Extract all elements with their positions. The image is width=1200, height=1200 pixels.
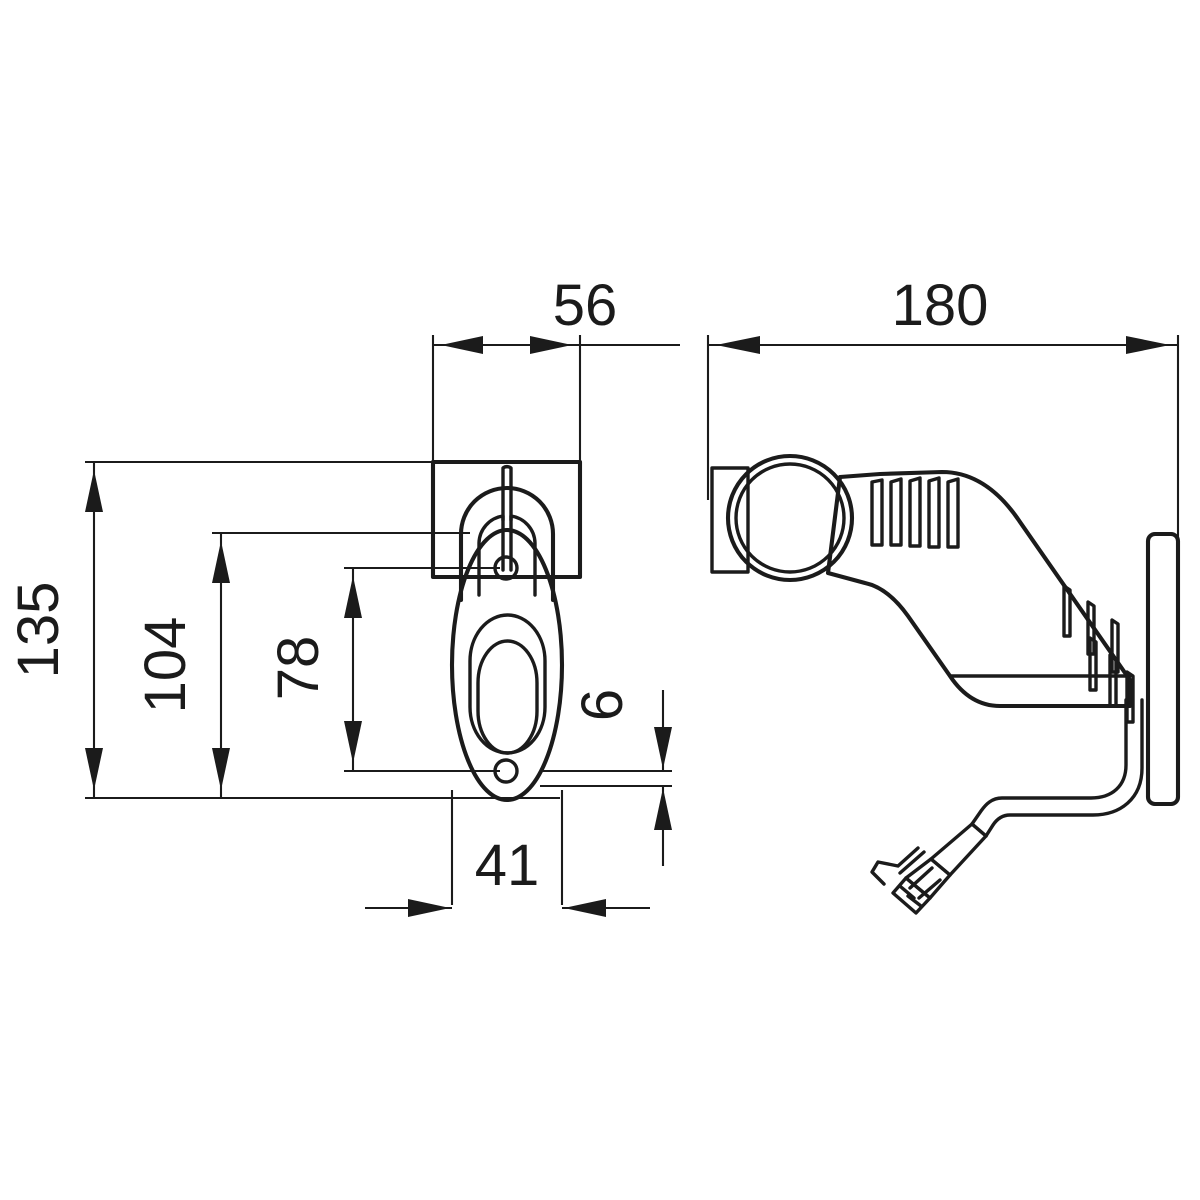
- clamp-yoke: [458, 464, 556, 603]
- yoke-top-nub: [501, 464, 513, 522]
- dim-56-arrow-right: [530, 336, 572, 354]
- dim-104-label: 104: [133, 617, 198, 714]
- dim-6-arrow-bottom: [654, 788, 672, 830]
- yoke-outer-arch: [458, 485, 556, 603]
- lens-head-outer-ring: [725, 453, 855, 583]
- arm-body-outline: [825, 469, 1133, 709]
- dim-41-label: 41: [475, 833, 540, 898]
- lens-inner-ring: [476, 639, 539, 755]
- dimension-180: 180: [706, 273, 1180, 540]
- cable-outer-edge: [970, 698, 1128, 826]
- dim-135-arrow-top: [85, 470, 103, 512]
- dim-6-arrow-top: [654, 727, 672, 769]
- head-back-tab: [710, 466, 750, 574]
- arm-slot-4: [1088, 636, 1098, 692]
- side-view: [710, 453, 1181, 915]
- dim-41-arrow-left: [408, 899, 450, 917]
- dimension-78: 78: [266, 566, 500, 773]
- dimension-41: 41: [365, 790, 650, 917]
- dim-41-arrow-right: [564, 899, 606, 917]
- arm-slot-group: [1062, 584, 1135, 724]
- head-rib-3: [908, 476, 922, 548]
- connector-pin-2: [906, 894, 923, 908]
- base-plate-outline: [430, 459, 583, 580]
- head-rib-1: [870, 478, 884, 547]
- dim-180-label: 180: [892, 273, 989, 338]
- connector-rib-3: [917, 878, 942, 900]
- dimension-135: 135: [6, 460, 560, 800]
- dim-78-label: 78: [266, 636, 331, 701]
- dim-135-arrow-bottom: [85, 748, 103, 790]
- dim-56-label: 56: [553, 273, 618, 338]
- connector-rib-1: [898, 850, 926, 875]
- dim-78-arrow-bottom: [344, 721, 362, 763]
- dim-135-label: 135: [6, 582, 71, 679]
- yoke-inner-arch-right: [509, 514, 537, 597]
- front-view: [430, 459, 583, 803]
- connector-end-face: [891, 876, 932, 915]
- wall-mount-plate: [1145, 531, 1181, 807]
- dim-56-arrow-left: [441, 336, 483, 354]
- head-rib-5: [946, 477, 960, 549]
- dim-78-arrow-top: [344, 576, 362, 618]
- lamp-body-ellipse: [449, 527, 565, 803]
- head-rib-group: [870, 476, 960, 549]
- dim-6-label: 6: [570, 689, 635, 721]
- dim-180-arrow-right: [1126, 336, 1170, 354]
- head-rib-2: [889, 477, 903, 547]
- head-rib-4: [927, 476, 941, 549]
- arm-slot-5: [1108, 653, 1118, 708]
- connector-pin-1: [899, 885, 916, 900]
- dimension-104: 104: [133, 531, 560, 800]
- dimension-56: 56: [431, 273, 680, 470]
- arm-slot-1: [1062, 584, 1072, 638]
- dim-104-arrow-top: [212, 541, 230, 583]
- dim-104-arrow-bottom: [212, 748, 230, 790]
- dimension-6: 6: [540, 689, 672, 866]
- yoke-inner-arch-left: [477, 514, 505, 597]
- arm-slot-2: [1086, 600, 1096, 656]
- lens-head-inner-ring: [734, 462, 846, 574]
- dim-180-arrow-left: [716, 336, 760, 354]
- connector-clip: [870, 846, 920, 886]
- connector-plug: [870, 822, 988, 915]
- cable-inner-edge: [984, 698, 1144, 838]
